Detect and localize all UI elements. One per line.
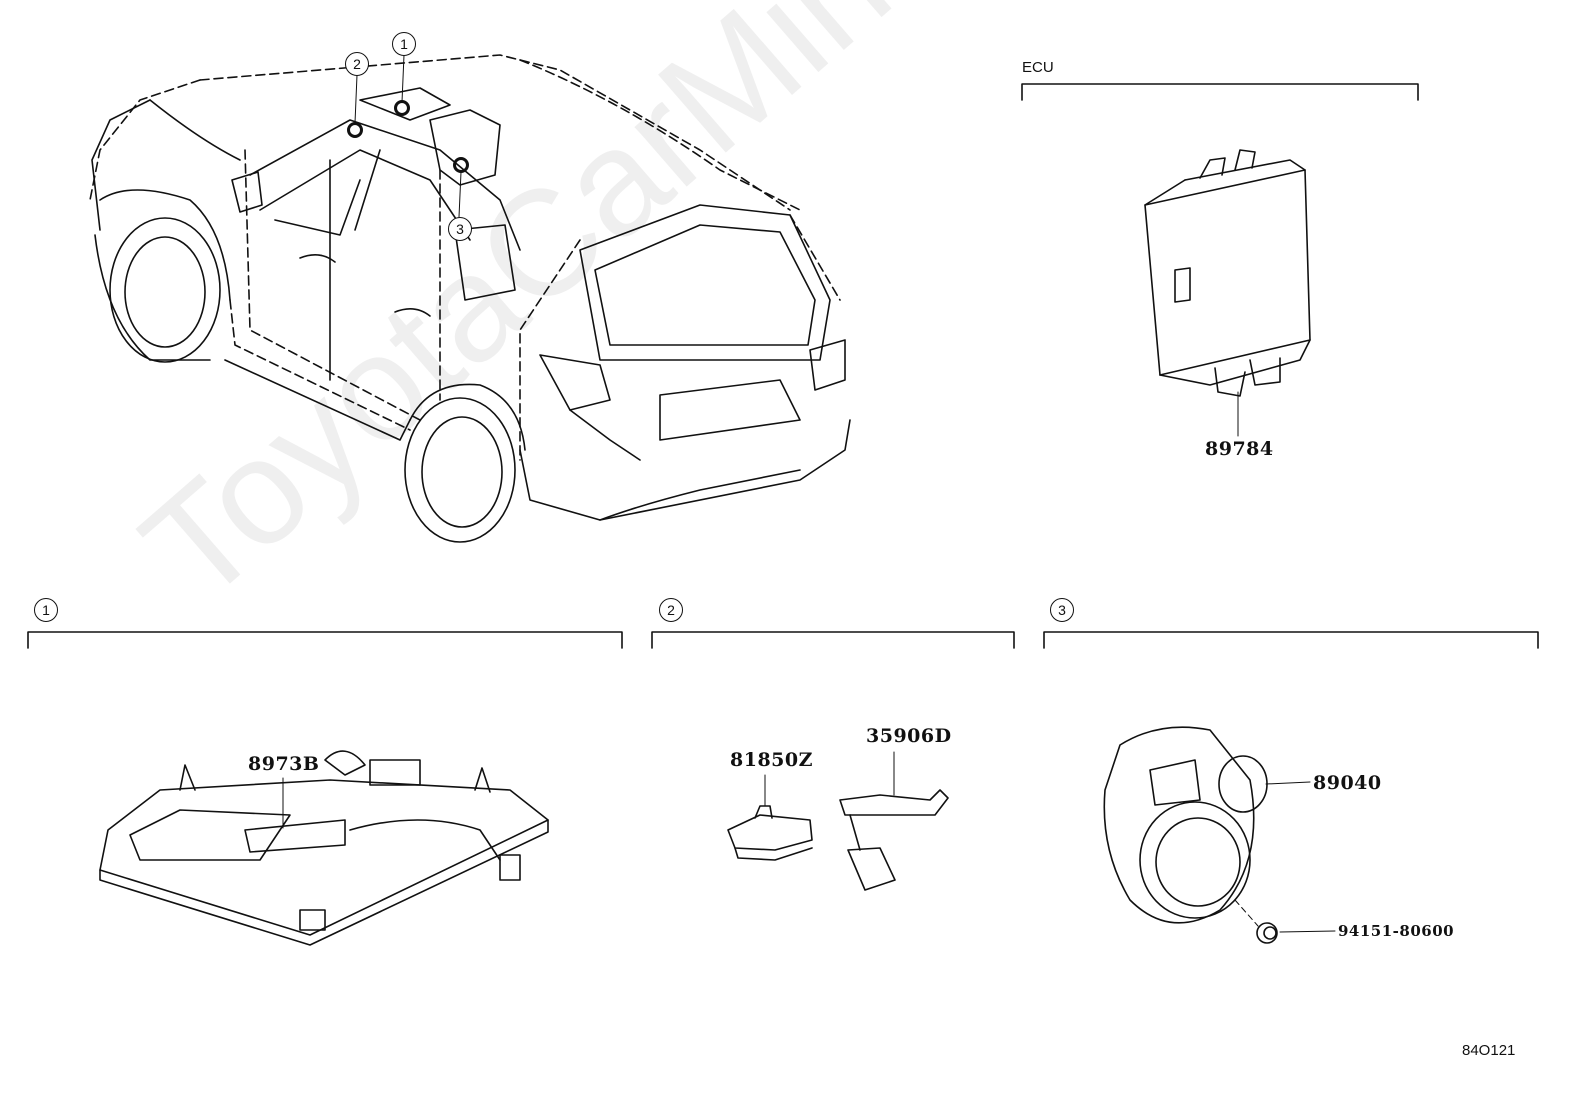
part-number-35906D[interactable]: 35906D xyxy=(866,725,952,747)
section1-bracket xyxy=(27,631,623,649)
section3-marker: 3 xyxy=(1050,598,1074,622)
ecu-section-label: ECU xyxy=(1022,59,1054,76)
overhead-console-illustration xyxy=(99,750,549,946)
location-marker-2 xyxy=(347,122,363,138)
vehicle-illustration xyxy=(89,54,851,543)
part-number-89784[interactable]: 89784 xyxy=(1205,438,1274,460)
part-number-94151-80600[interactable]: 94151-80600 xyxy=(1338,922,1455,940)
ecu-bracket xyxy=(1021,83,1419,101)
section2-bracket xyxy=(651,631,1015,649)
location-marker-1 xyxy=(394,100,410,116)
callout-1: 1 xyxy=(392,32,416,56)
callout-3: 3 xyxy=(448,217,472,241)
mirror-sensor-89040-illustration xyxy=(1103,726,1336,944)
section1-marker: 1 xyxy=(34,598,58,622)
part-number-8973B[interactable]: 8973B xyxy=(248,753,320,775)
location-marker-3 xyxy=(453,157,469,173)
harness-35906D-illustration xyxy=(839,751,949,891)
section3-bracket xyxy=(1043,631,1539,649)
part-number-81850Z[interactable]: 81850Z xyxy=(730,749,813,771)
callout-2: 2 xyxy=(345,52,369,76)
ecu-module-illustration xyxy=(1144,149,1311,437)
part-number-89040[interactable]: 89040 xyxy=(1313,772,1382,794)
diagram-code: 84O121 xyxy=(1462,1042,1516,1059)
section2-marker: 2 xyxy=(659,598,683,622)
sensor-81850Z-illustration xyxy=(727,774,813,861)
